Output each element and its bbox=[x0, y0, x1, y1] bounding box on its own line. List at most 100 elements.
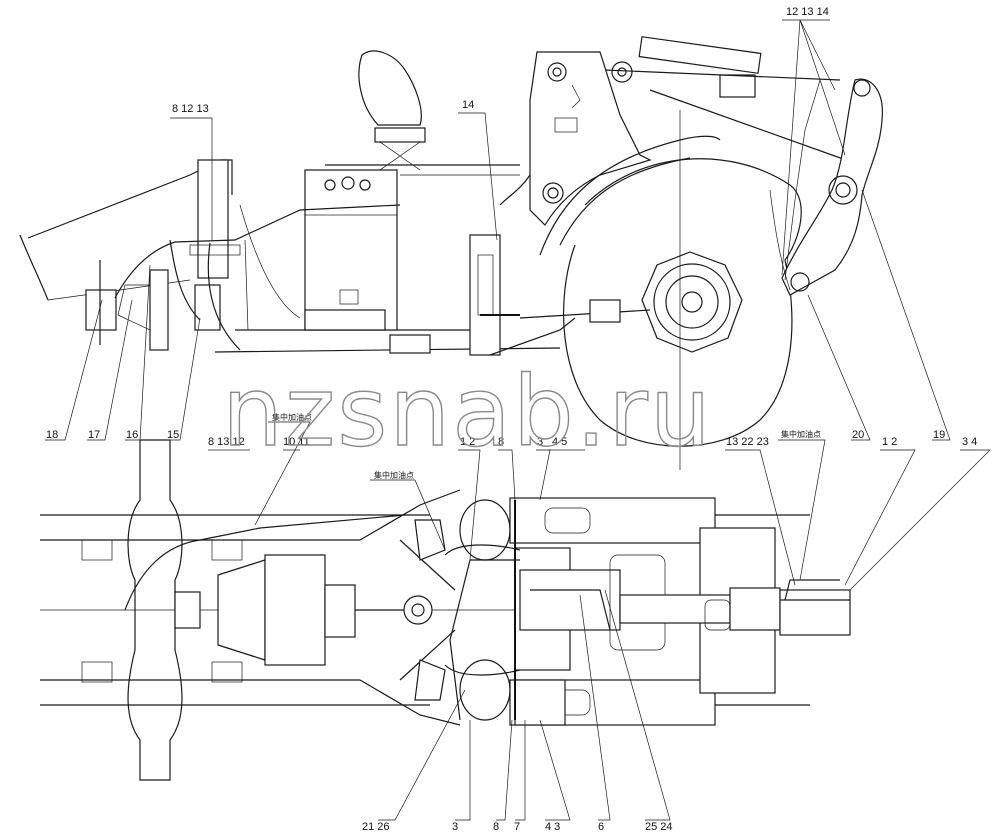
lube-line bbox=[207, 242, 241, 351]
leader bbox=[849, 449, 991, 591]
leader bbox=[539, 719, 571, 821]
lube-line bbox=[169, 239, 201, 321]
leader bbox=[87, 299, 133, 441]
label-8-bottom: 8 bbox=[493, 821, 499, 833]
label-3-bottom: 3 bbox=[452, 821, 458, 833]
label-10-11: 10 11 bbox=[283, 436, 310, 448]
transmission-mount bbox=[194, 284, 221, 331]
lube-line bbox=[244, 239, 249, 331]
tower-hook bbox=[571, 84, 581, 109]
gearbox bbox=[264, 554, 326, 666]
leader bbox=[455, 720, 471, 821]
lube-lines-top bbox=[114, 79, 821, 351]
bucket-mid-pin bbox=[835, 182, 851, 198]
plan-view bbox=[40, 439, 851, 781]
rear-axle-bracket bbox=[149, 269, 169, 351]
label-20: 20 bbox=[852, 429, 864, 441]
lube-line bbox=[449, 559, 520, 721]
drive-coupling bbox=[589, 299, 621, 323]
rear-hub-left bbox=[85, 289, 117, 331]
cab-floor bbox=[304, 309, 386, 331]
label-18: 18 bbox=[46, 429, 58, 441]
boom-pivot bbox=[547, 62, 567, 82]
wheel-rim-inner bbox=[653, 263, 731, 341]
label-12-13-14: 12 13 14 bbox=[786, 6, 829, 18]
tilt-rod bbox=[649, 89, 861, 166]
frame-pad bbox=[81, 539, 113, 561]
leader bbox=[861, 189, 951, 441]
label-14: 14 bbox=[462, 99, 474, 111]
bucket-mid-pivot bbox=[828, 175, 858, 205]
leader bbox=[166, 317, 201, 441]
cab-port bbox=[324, 179, 336, 191]
tilt-cylinder-plan bbox=[619, 594, 731, 624]
articulation-pillar bbox=[469, 234, 501, 356]
label-25-24: 25 24 bbox=[645, 821, 673, 833]
lift-rod bbox=[604, 69, 841, 81]
front-hinge-bottom bbox=[459, 659, 511, 721]
hinge-arm-top bbox=[359, 489, 461, 541]
boom-arm-inner bbox=[539, 135, 721, 256]
leader bbox=[725, 449, 796, 586]
part-labels: 8 12 13 14 12 13 14 18 17 16 15 20 19 8 … bbox=[46, 6, 977, 833]
frame-pad bbox=[211, 539, 243, 561]
bucket-top-pin bbox=[853, 79, 871, 97]
cab-top-panel bbox=[304, 169, 398, 216]
front-differential bbox=[519, 569, 621, 631]
label-7: 7 bbox=[514, 821, 520, 833]
label-6: 6 bbox=[598, 821, 604, 833]
leader bbox=[604, 589, 671, 821]
leader-lines-plan bbox=[208, 421, 991, 821]
front-corner-block bbox=[514, 679, 566, 726]
label-13-22-23: 13 22 23 bbox=[726, 436, 769, 448]
front-tire bbox=[562, 158, 802, 447]
frame-slot bbox=[544, 507, 591, 534]
rear-axle-support bbox=[117, 284, 151, 331]
leader bbox=[378, 689, 466, 821]
frame-curve bbox=[239, 204, 301, 319]
seat-back bbox=[358, 50, 422, 126]
leader bbox=[254, 421, 311, 526]
cab-body bbox=[304, 169, 398, 331]
leader bbox=[170, 117, 213, 240]
radiator-bracket bbox=[189, 244, 241, 256]
rear-diff bbox=[174, 591, 201, 629]
boom-arm-outer bbox=[559, 157, 691, 246]
leader bbox=[45, 299, 103, 441]
seat-cushion bbox=[374, 127, 426, 143]
label-8-13-12: 8 13 12 bbox=[208, 436, 245, 448]
leader bbox=[458, 449, 481, 561]
lift-cylinder-body bbox=[638, 36, 762, 74]
label-4-3: 4 3 bbox=[545, 821, 560, 833]
cab-access-panel bbox=[339, 289, 359, 305]
leader bbox=[498, 449, 516, 501]
radiator-block bbox=[197, 159, 229, 279]
bucket-lever bbox=[781, 78, 883, 296]
wheel-center bbox=[681, 291, 703, 313]
lower-pivot-pin bbox=[547, 187, 559, 199]
side-elevation-view bbox=[19, 36, 883, 470]
boom-tower bbox=[529, 51, 652, 226]
torque-converter bbox=[217, 559, 266, 661]
articulation-link bbox=[489, 317, 576, 356]
frame-pad bbox=[81, 661, 113, 683]
seat-suspension bbox=[379, 141, 421, 171]
label-4-5: 4 5 bbox=[552, 436, 567, 448]
lube-lines-plan bbox=[124, 500, 840, 721]
articulation-hub bbox=[403, 595, 433, 625]
step-box bbox=[389, 334, 431, 354]
lube-line bbox=[444, 664, 521, 676]
lift-cylinder-pin bbox=[617, 67, 627, 77]
label-3: 3 bbox=[537, 436, 543, 448]
cab-port bbox=[341, 176, 355, 190]
central-lube-point-label: 集中加油点 bbox=[374, 470, 414, 480]
boom-pivot-pin bbox=[552, 67, 562, 77]
wheel-rim-outer bbox=[641, 251, 743, 353]
lower-pivot bbox=[542, 182, 564, 204]
lube-line bbox=[114, 204, 401, 299]
frame-pad bbox=[211, 661, 243, 683]
label-16: 16 bbox=[126, 429, 138, 441]
drive-shaft bbox=[519, 309, 651, 319]
